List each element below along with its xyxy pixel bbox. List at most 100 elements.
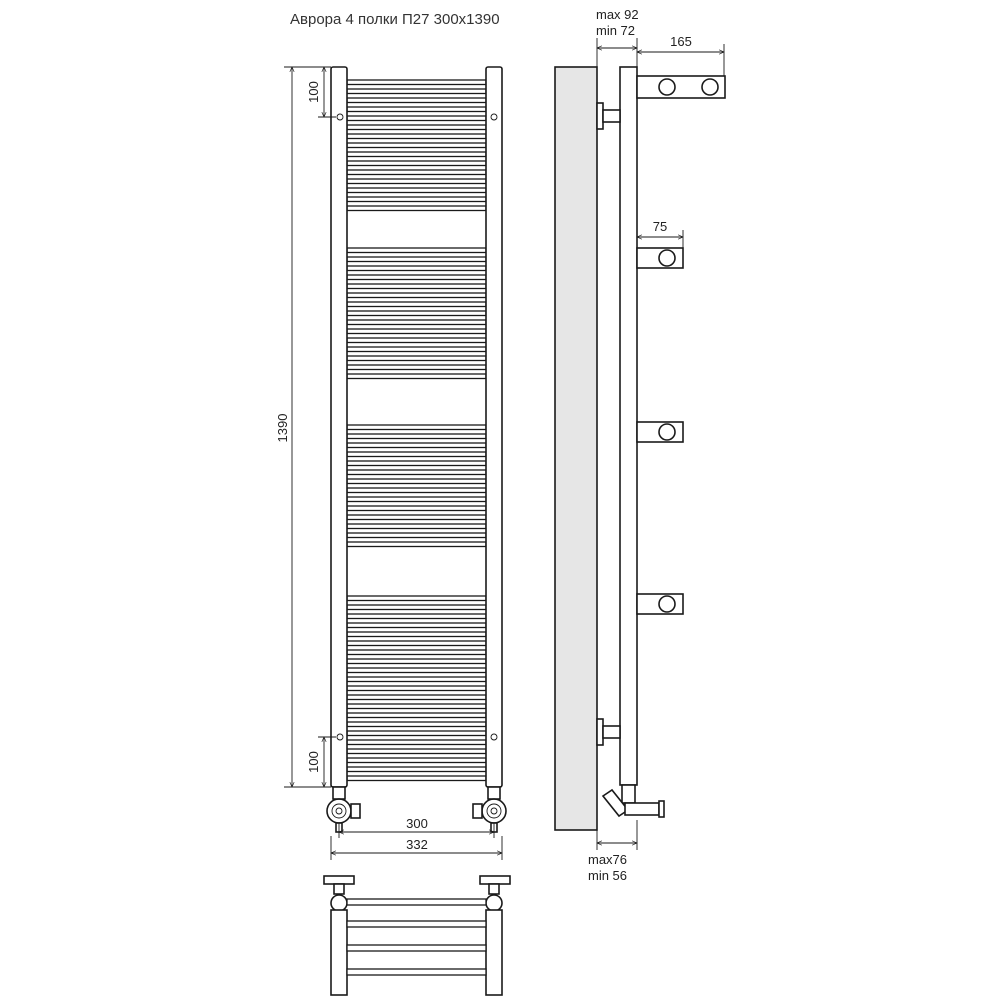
front-crossbar [346,292,487,299]
front-view: 1390 100 100 300 332 [275,66,507,860]
dim-axis-width: 300 [339,816,494,838]
dim-top-offset-label: 100 [306,81,321,103]
front-crossbar [346,364,487,371]
front-crossbar [346,151,487,158]
top-bracket-right-icon [479,875,511,912]
side-valve-icon [601,784,665,818]
front-crossbar [346,523,487,530]
mount-hole-top-right [490,113,498,121]
dim-wall-gap-min: min 72 [596,23,635,38]
side-rail [619,66,638,786]
dim-bracket-depth: 75 [637,219,683,248]
mount-hole-top-left [336,113,344,121]
top-view [323,875,511,996]
front-crossbar [346,775,487,782]
front-crossbar [346,505,487,512]
front-crossbar [346,676,487,683]
front-crossbar [346,532,487,539]
front-crossbar [346,196,487,203]
top-shelf-bar-4 [346,968,487,976]
front-crossbar [346,613,487,620]
front-crossbar [346,205,487,212]
front-crossbar [346,757,487,764]
front-crossbar [346,337,487,344]
front-crossbar [346,346,487,353]
dim-wall-gap-max: max 92 [596,7,639,22]
front-crossbar [346,721,487,728]
top-rail-right [485,909,503,996]
top-shelf-bar-3 [346,944,487,952]
front-crossbar [346,283,487,290]
front-crossbar [346,631,487,638]
side-shelf-3 [636,421,684,443]
front-crossbar [346,97,487,104]
front-crossbar [346,469,487,476]
front-crossbar [346,712,487,719]
mount-hole-bottom-left [336,733,344,741]
dim-bottom-offset-label: 100 [306,751,321,773]
dim-bottom-offset: 100 [306,737,336,787]
top-shelf-bar-2 [346,920,487,928]
wall-bracket-top-icon [596,102,621,130]
front-crossbar [346,274,487,281]
dim-valve-min: min 56 [588,868,627,883]
front-crossbar [346,496,487,503]
front-crossbar [346,703,487,710]
top-bracket-left-icon [323,875,355,912]
front-crossbar [346,178,487,185]
wall-bracket-bottom-icon [596,718,621,746]
dim-overall-width-label: 332 [406,837,428,852]
front-crossbar [346,88,487,95]
side-shelf-2 [636,247,684,269]
front-crossbar [346,487,487,494]
front-crossbar [346,730,487,737]
front-crossbar [346,310,487,317]
top-rail-left [330,909,348,996]
dim-shelf-depth-label: 165 [670,34,692,49]
front-crossbar [346,541,487,548]
front-crossbar [346,373,487,380]
front-crossbar [346,169,487,176]
dim-height-total: 1390 [275,67,331,787]
front-crossbar [346,604,487,611]
dim-bracket-depth-label: 75 [653,219,667,234]
front-crossbar [346,424,487,431]
dim-overall-width: 332 [331,836,502,860]
dim-axis-width-label: 300 [406,816,428,831]
front-crossbar [346,187,487,194]
dim-top-offset: 100 [306,67,336,117]
front-crossbar [346,106,487,113]
front-crossbar [346,460,487,467]
front-right-rail [485,66,503,788]
front-crossbar [346,640,487,647]
front-crossbar [346,328,487,335]
dim-shelf-depth: 165 [637,34,724,76]
front-crossbar [346,319,487,326]
front-crossbar [346,265,487,272]
front-crossbar [346,649,487,656]
front-crossbar [346,667,487,674]
front-crossbar [346,514,487,521]
front-crossbar [346,694,487,701]
front-crossbar [346,442,487,449]
front-crossbar [346,739,487,746]
side-shelf-1 [636,75,726,99]
front-crossbar [346,115,487,122]
front-crossbar [346,124,487,131]
front-crossbar [346,658,487,665]
front-crossbar [346,433,487,440]
valve-left-icon [326,786,361,833]
valve-right-icon [472,786,507,833]
front-crossbar [346,595,487,602]
front-crossbar [346,478,487,485]
front-crossbar [346,301,487,308]
dim-valve: max76 min 56 [588,820,637,883]
front-crossbar [346,748,487,755]
front-crossbar [346,685,487,692]
dim-valve-max: max76 [588,852,627,867]
mount-hole-bottom-right [490,733,498,741]
front-crossbar [346,451,487,458]
front-crossbar [346,142,487,149]
front-crossbar [346,766,487,773]
